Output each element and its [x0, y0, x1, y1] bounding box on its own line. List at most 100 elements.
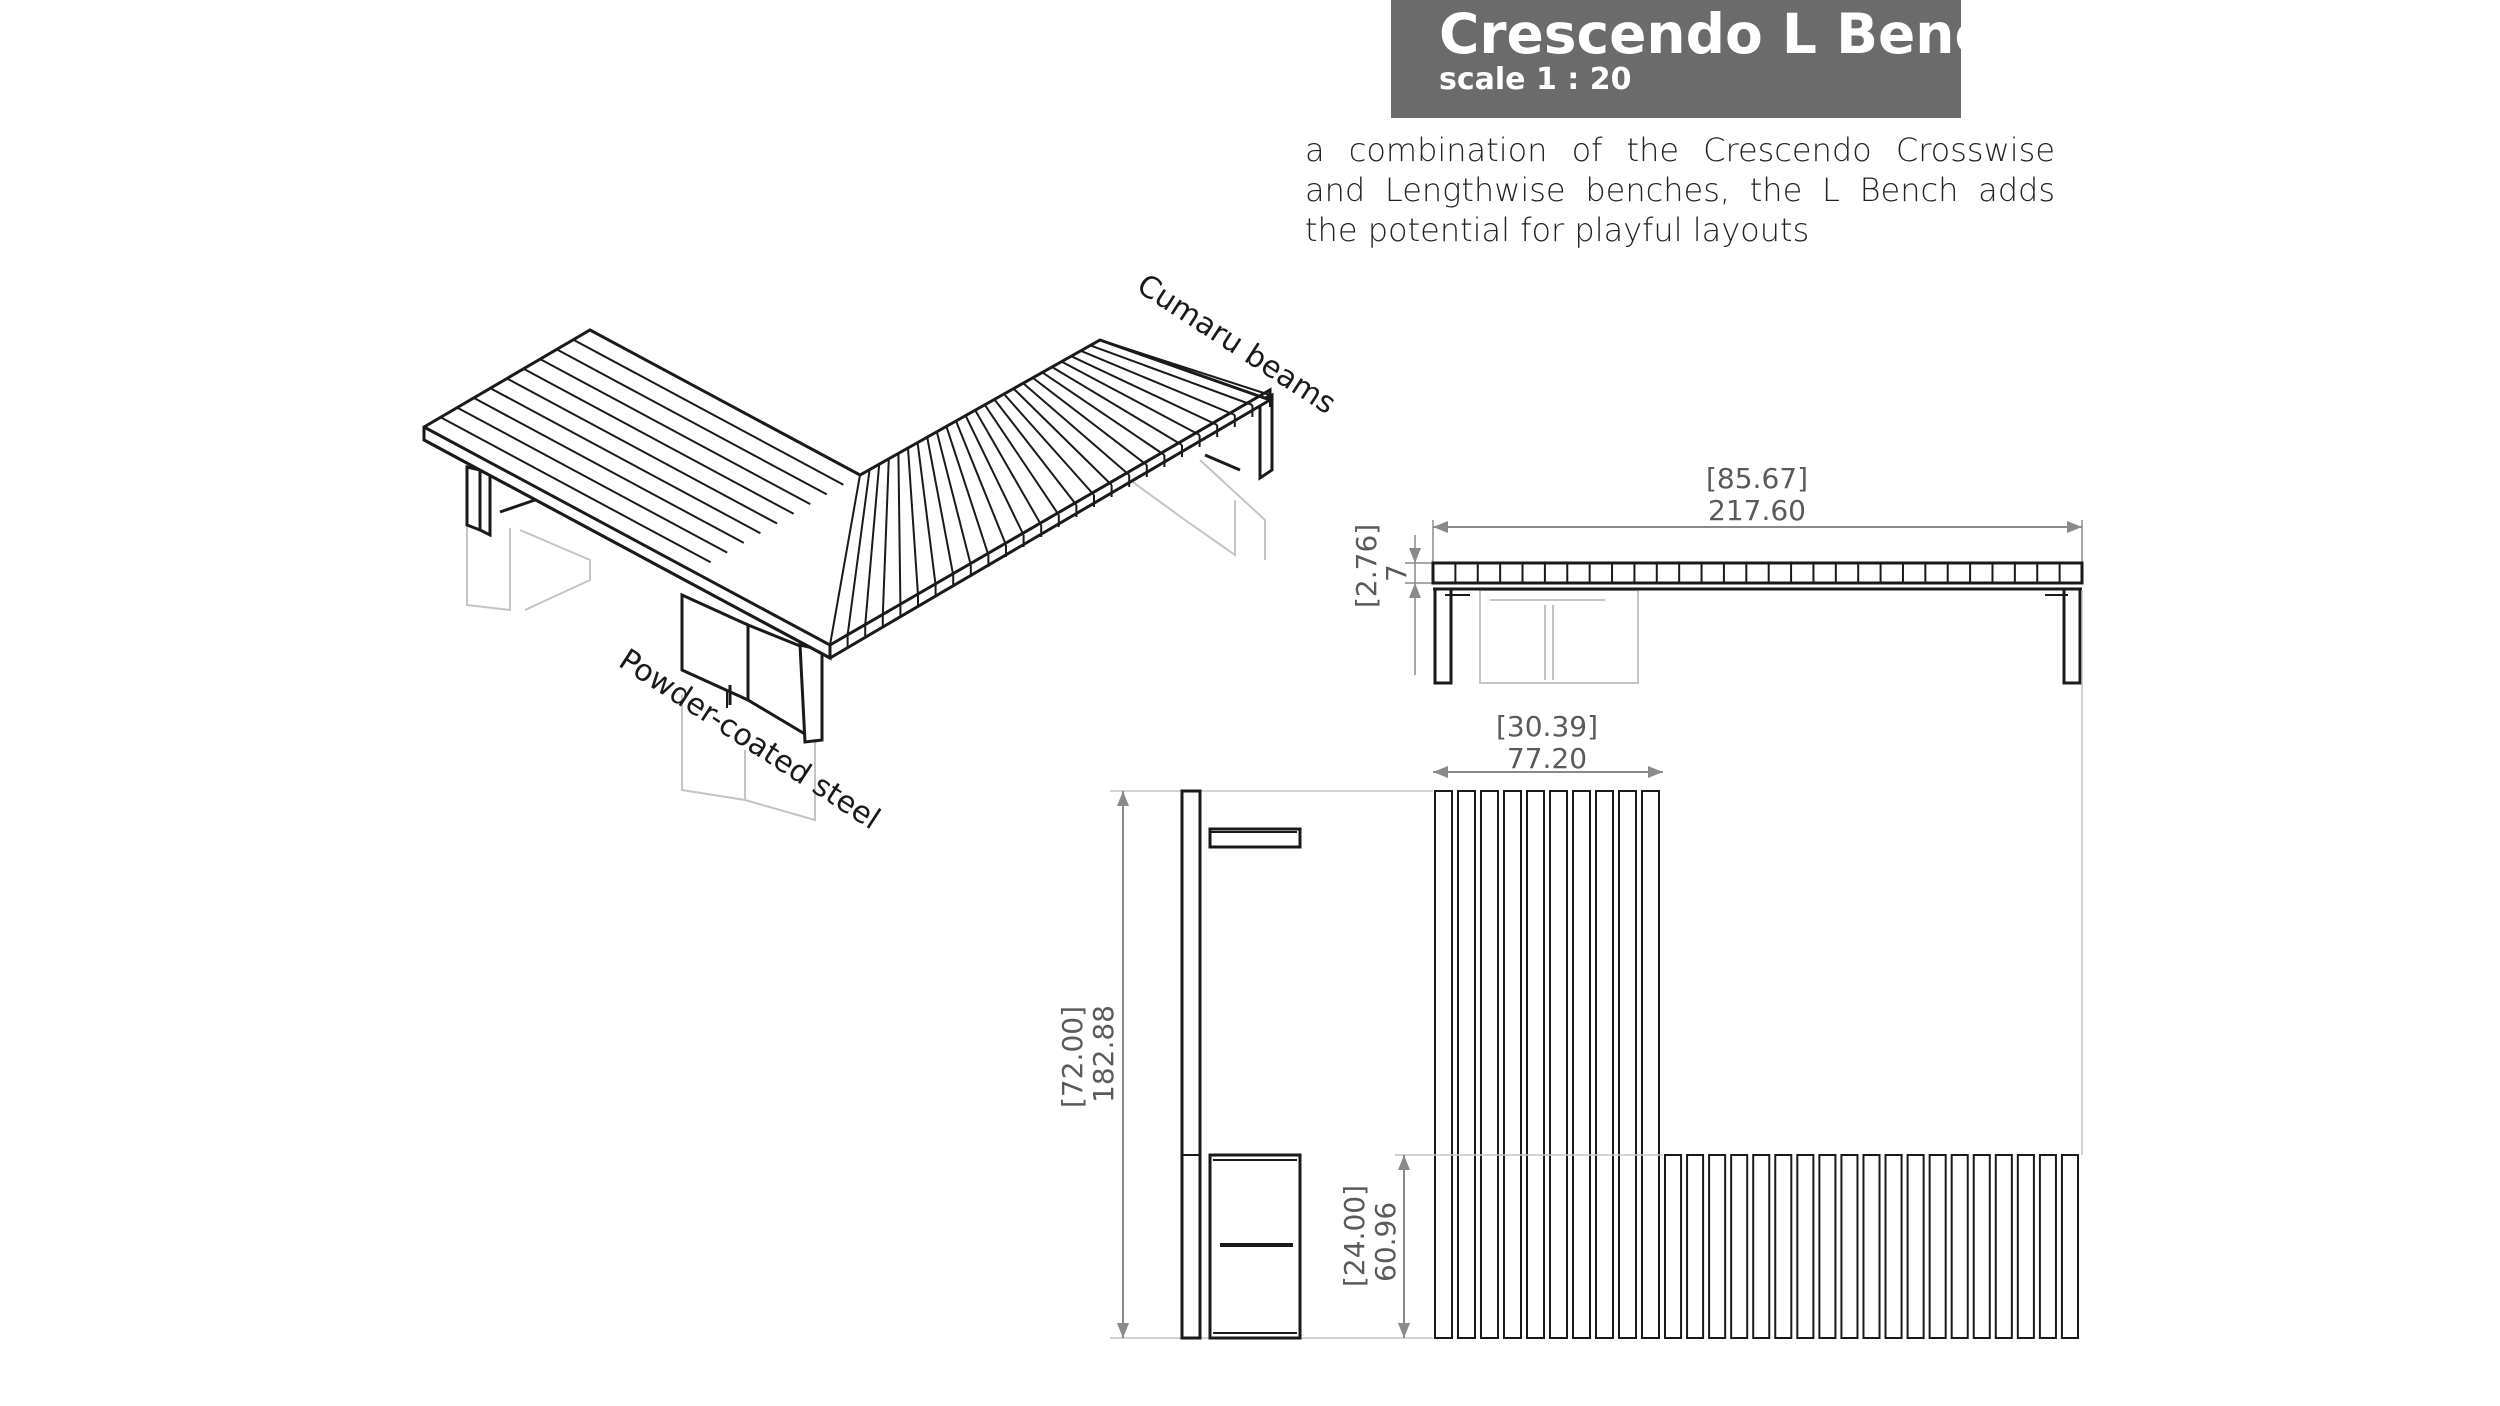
arrow-down-icon: [1117, 1323, 1129, 1338]
iso-slat-line: [916, 442, 937, 586]
length-dim-in: [85.67]: [1706, 462, 1808, 495]
iso-slat-line: [1080, 349, 1236, 416]
title-block: Crescendo L Bench scale 1 : 20: [1391, 0, 2026, 118]
iso-slat-line: [572, 338, 844, 486]
plan-long-slat: [1480, 790, 1499, 1339]
width-dim-cm: 77.20: [1507, 742, 1587, 775]
plan-short-slat: [1994, 1154, 2013, 1339]
arrow-up-icon: [1398, 1155, 1410, 1170]
iso-slat-line: [473, 397, 745, 544]
iso-slats: [440, 338, 1271, 657]
length-dim-cm: 217.60: [1708, 494, 1806, 527]
plan-long-slat: [1503, 790, 1522, 1339]
arrow-right-icon: [2067, 521, 2082, 533]
iso-slat-line: [1003, 393, 1095, 496]
plan-short-slat: [1818, 1154, 1837, 1339]
plan-short-slat: [1730, 1154, 1749, 1339]
iso-slat-line: [1051, 366, 1183, 446]
drawing-title: Crescendo L Bench: [1439, 2, 2027, 66]
plan-short-slat: [1950, 1154, 1969, 1339]
plan-short-slat: [1972, 1154, 1991, 1339]
iso-slat-line: [1032, 377, 1148, 466]
iso-slat-line: [864, 464, 881, 626]
front-leg-right: [2062, 587, 2082, 685]
iso-slat-line: [945, 426, 990, 556]
arrow-left-icon: [1433, 766, 1448, 778]
arrow-right-icon: [1648, 766, 1663, 778]
plan-long-slat: [1572, 790, 1591, 1339]
iso-slat-line: [1041, 371, 1165, 456]
leg-depth-dim-in: [24.00]: [1338, 1185, 1371, 1287]
depth-dim-cm: 182.88: [1087, 1005, 1120, 1103]
plan-long-slat: [1457, 790, 1476, 1339]
plan-short-slats: [1664, 1154, 2079, 1339]
iso-slat-line: [539, 358, 811, 505]
plan-long-slat: [1526, 790, 1545, 1339]
iso-slat-line: [440, 416, 712, 564]
iso-slat-line: [955, 420, 1007, 546]
front-leg-left: [1433, 587, 1453, 685]
plan-short-slat: [1752, 1154, 1771, 1339]
arrow-left-icon: [1433, 521, 1448, 533]
leg-depth-dim-cm: 60.96: [1369, 1202, 1402, 1282]
plan-short-slat: [1928, 1154, 1947, 1339]
plan-long-slats: [1434, 790, 1660, 1339]
side-bracket: [1208, 827, 1302, 849]
thickness-dim-in: [2.76]: [1350, 524, 1383, 608]
isometric-view: [422, 328, 1274, 822]
plan-long-slat: [1434, 790, 1453, 1339]
iso-slat-line: [1070, 355, 1218, 426]
iso-slat-line: [829, 474, 861, 646]
drawing-scale: scale 1 : 20: [1439, 62, 1632, 97]
iso-slat-line: [846, 469, 871, 636]
iso-slat-line: [935, 431, 972, 566]
plan-short-slat: [1906, 1154, 1925, 1339]
arrow-up-icon: [1117, 791, 1129, 806]
iso-slat-line: [523, 367, 795, 515]
visible-legs: [465, 392, 1274, 744]
plan-short-slat: [1796, 1154, 1815, 1339]
front-hidden-leg: [1479, 589, 1639, 684]
iso-slat-line: [1022, 382, 1130, 476]
depth-dim-in: [72.00]: [1056, 1006, 1089, 1108]
front-slats: [1454, 563, 2061, 583]
iso-slat-line: [983, 404, 1060, 516]
plan-view: [30.39] 77.20 [72.00] 182.88 [24.00] 60.…: [1056, 590, 2083, 1339]
plan-short-slat: [1884, 1154, 1903, 1339]
thickness-dim-cm: 7: [1380, 564, 1413, 582]
plan-long-slat: [1549, 790, 1568, 1339]
iso-slat-line: [1099, 339, 1271, 396]
plan-short-slat: [2060, 1154, 2079, 1339]
front-elevation: [85.67] 217.60 [2.76] 7: [1350, 462, 2084, 685]
iso-slat-line: [926, 437, 955, 576]
iso-slat-line: [881, 458, 890, 616]
iso-slat-line: [489, 387, 761, 535]
side-seat-profile: [1180, 789, 1202, 1340]
width-dim-in: [30.39]: [1496, 710, 1598, 743]
plan-short-slat: [1840, 1154, 1859, 1339]
iso-slat-line: [907, 447, 919, 596]
iso-slat-line: [993, 398, 1078, 506]
plan-long-slat: [1618, 790, 1637, 1339]
iso-slat-line: [974, 409, 1043, 526]
iso-slat-line: [897, 453, 902, 606]
iso-slat-line: [964, 415, 1025, 536]
iso-slat-line: [556, 348, 828, 496]
iso-slat-line: [456, 406, 728, 554]
iso-slat-line: [1090, 344, 1253, 406]
iso-slat-line: [506, 377, 778, 525]
bench-seat: [422, 328, 1274, 661]
arrow-down-icon: [1398, 1323, 1410, 1338]
plan-short-slat: [1774, 1154, 1793, 1339]
plan-short-slat: [1664, 1154, 1683, 1339]
description-text: a combination of the Crescendo Crosswise…: [1305, 131, 2055, 249]
iso-slat-line: [1012, 387, 1113, 486]
plan-short-slat: [1686, 1154, 1705, 1339]
plan-short-slat: [2016, 1154, 2035, 1339]
plan-short-slat: [1862, 1154, 1881, 1339]
front-seat-band: [1431, 561, 2084, 585]
plan-long-slat: [1641, 790, 1660, 1339]
plan-long-slat: [1595, 790, 1614, 1339]
iso-slat-line: [1061, 360, 1201, 436]
